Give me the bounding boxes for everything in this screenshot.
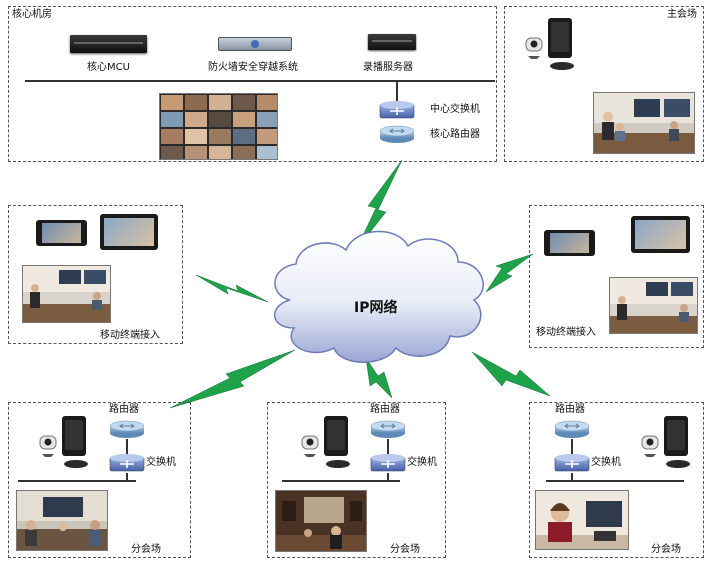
mobile-right-box [529, 205, 704, 348]
video-terminal-icon [525, 18, 574, 70]
branch-label: 分会场 [390, 544, 420, 555]
switch-icon [109, 454, 145, 472]
phone-icon [36, 220, 87, 246]
branch-switch-label: 交换机 [407, 457, 437, 468]
main-site-title: 主会场 [667, 9, 697, 20]
branch-site-box-3 [529, 402, 704, 558]
core-router-icon [379, 125, 415, 143]
branch-lan-line [18, 480, 136, 482]
branch-lan-line [282, 480, 400, 482]
recorder-server-icon [368, 34, 416, 50]
branch-site-box-2 [267, 402, 446, 558]
lightning-link-icon [195, 274, 269, 303]
branch-link-line [571, 439, 573, 455]
lightning-link-icon [485, 253, 534, 293]
video-wall-tiles [161, 95, 277, 159]
router-icon [109, 420, 145, 438]
branch-router-label: 路由器 [370, 404, 400, 415]
branch-lan-line [546, 480, 684, 482]
core-router-label: 核心路由器 [430, 129, 480, 140]
firewall-icon [218, 37, 292, 51]
video-wall-image [159, 93, 278, 160]
lightning-link-icon [169, 349, 296, 409]
branch-link-line [126, 439, 128, 455]
core-room-title: 核心机房 [12, 9, 52, 20]
branch-router-label: 路由器 [109, 404, 139, 415]
core-switch-label: 中心交换机 [430, 104, 480, 115]
video-terminal-icon [641, 416, 690, 468]
router-icon [370, 420, 406, 438]
router-icon [554, 420, 590, 438]
switch-icon [554, 454, 590, 472]
mcu-label: 核心MCU [87, 62, 130, 73]
mcu-server-icon [70, 35, 147, 53]
mobile-right-label: 移动终端接入 [536, 327, 596, 338]
branch-label: 分会场 [651, 544, 681, 555]
tablet-icon [100, 214, 158, 250]
mobile-left-room-image [22, 265, 111, 323]
tablet-icon [631, 216, 690, 253]
branch-link-line [571, 473, 573, 481]
branch-room-image [16, 490, 108, 551]
branch-room-image [535, 490, 629, 550]
core-room-box [8, 6, 497, 162]
core-backbone-line [25, 80, 495, 82]
main-site-room-image [593, 92, 695, 154]
cloud-label: IP网络 [354, 300, 398, 316]
mobile-right-room-image [609, 277, 698, 334]
branch-room-image [275, 490, 367, 552]
phone-icon [544, 230, 595, 256]
branch-switch-label: 交换机 [146, 457, 176, 468]
branch-label: 分会场 [131, 544, 161, 555]
branch-link-line [387, 473, 389, 481]
mobile-left-label: 移动终端接入 [100, 330, 160, 341]
lightning-link-icon [365, 357, 393, 399]
recorder-label: 录播服务器 [363, 62, 413, 73]
branch-site-box-1 [8, 402, 191, 558]
cloud-icon [273, 230, 484, 363]
core-switch-icon [379, 101, 415, 119]
lightning-link-icon [471, 351, 551, 397]
branch-router-label: 路由器 [555, 404, 585, 415]
branch-switch-label: 交换机 [591, 457, 621, 468]
branch-link-line [387, 439, 389, 455]
core-drop-line [396, 80, 398, 110]
firewall-label: 防火墙安全穿越系统 [208, 62, 298, 73]
video-terminal-icon [301, 416, 350, 468]
video-terminal-icon [39, 416, 88, 468]
switch-icon [370, 454, 406, 472]
mobile-left-box [8, 205, 183, 344]
branch-link-line [126, 473, 128, 481]
main-site-box [504, 6, 704, 162]
